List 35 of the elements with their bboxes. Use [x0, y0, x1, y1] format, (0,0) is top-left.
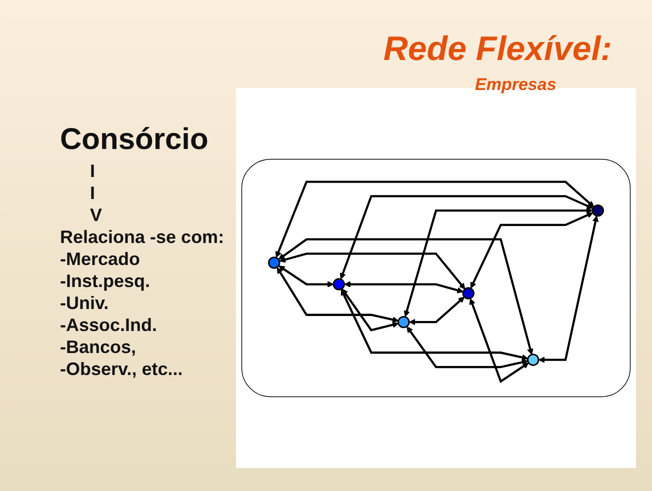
arrow-letter: V [89, 204, 104, 226]
arrow [278, 266, 334, 288]
list-item: -Assoc.Ind. [60, 314, 158, 336]
title: Rede Flexível: [383, 30, 612, 69]
arrow-letter: I [89, 182, 96, 204]
list-item: Relaciona -se com: [60, 226, 226, 248]
node-circle [332, 278, 345, 290]
node-circle [268, 256, 280, 269]
arrow [275, 180, 594, 258]
list-item: -Mercado [60, 248, 142, 270]
node-circle [527, 354, 540, 366]
arrow [340, 289, 528, 360]
arrow [278, 238, 534, 355]
list-item: -Univ. [60, 292, 110, 314]
arrow [469, 298, 529, 384]
subtitle: Empresas [475, 74, 556, 96]
list-item: -Observ., etc... [60, 358, 184, 380]
arrow [538, 216, 599, 363]
arrow [406, 326, 528, 368]
arrow [344, 281, 464, 294]
arrow-letter: I [89, 160, 96, 182]
node-circle [592, 204, 604, 217]
arrow [342, 288, 399, 332]
heading: Consórcio [60, 122, 210, 158]
arrow [340, 195, 594, 280]
arrow [409, 296, 465, 326]
arrow [404, 207, 593, 317]
arrow [470, 212, 594, 288]
list-item: -Inst.pesq. [60, 270, 152, 292]
arrow [276, 267, 399, 323]
list-item: -Bancos, [60, 336, 138, 358]
arrow [279, 252, 466, 290]
node-circle [398, 316, 410, 328]
node-circle [462, 287, 474, 300]
cluster [241, 158, 631, 398]
